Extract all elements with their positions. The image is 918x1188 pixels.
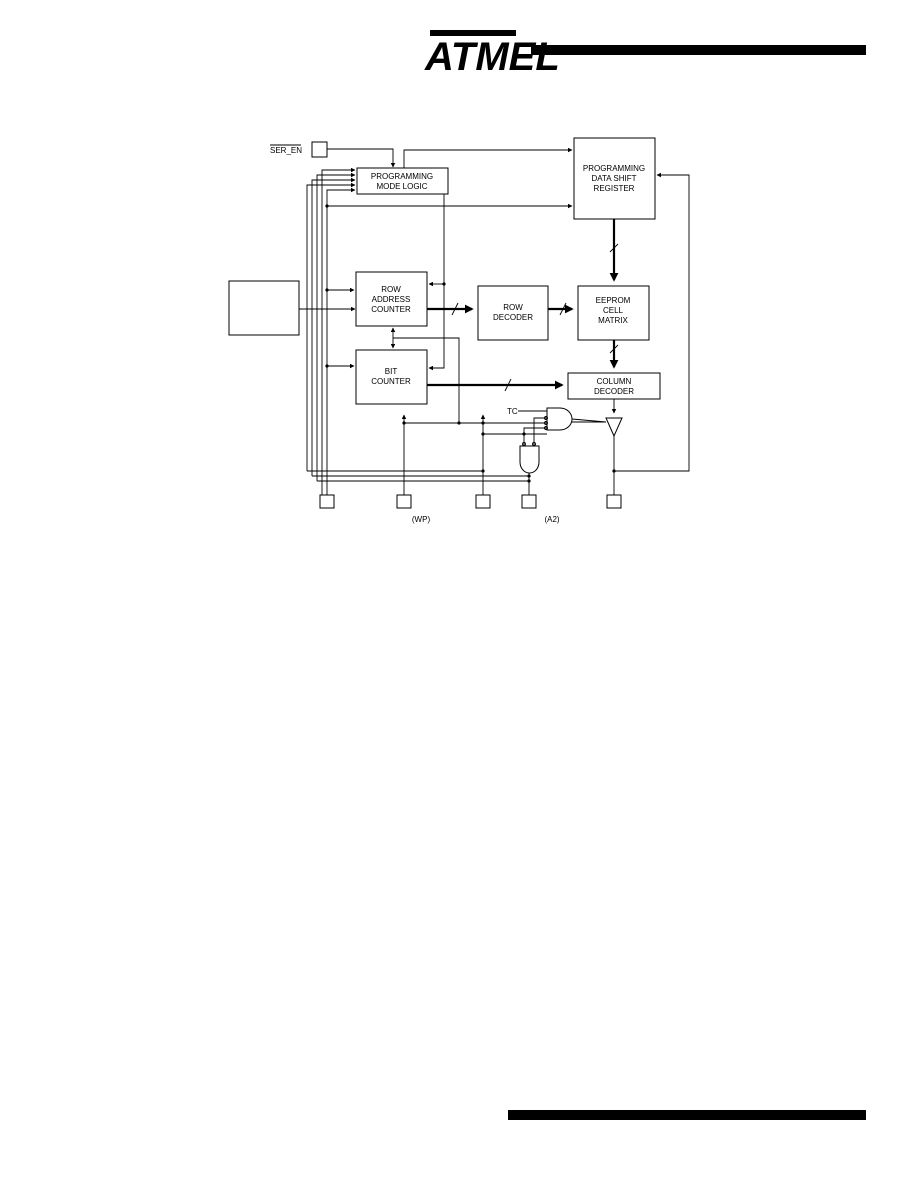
label-bc-2: COUNTER [371,377,411,386]
pin-ser-en [311,141,328,158]
label-rd-1: ROW [503,303,523,312]
pin-bottom-a2 [521,494,537,509]
label-pdsr-2: DATA SHIFT [591,174,636,183]
row-address-counter-block [355,271,428,327]
bit-counter-block [355,349,428,405]
row-decoder-block [477,285,549,341]
label-rac-3: COUNTER [371,305,411,314]
block-diagram: SER_EN PROGRAMMING MODE LOGIC PROGRAMMIN… [228,137,690,524]
pin-bottom-wp [396,494,412,509]
pin-bottom-3 [475,494,491,509]
and-gate-main [546,407,573,431]
eeprom-cell-matrix-block [577,285,650,341]
label-pdsr-1: PROGRAMMING [583,164,645,173]
programming-mode-logic-block [356,167,449,195]
atmel-logo: ATMEL [424,30,560,79]
label-pdsr-3: REGISTER [594,184,635,193]
label-ecm-2: CELL [603,306,624,315]
pin-bottom-data [606,494,622,509]
label-cd-1: COLUMN [597,377,632,386]
output-buffer [605,417,623,438]
signal-label-tc: TC [507,407,518,416]
column-decoder-block [567,372,661,400]
external-interface-block [228,280,300,336]
label-ecm-3: MATRIX [598,316,628,325]
and-gate-secondary [519,445,540,474]
logo-text: ATMEL [424,35,560,79]
label-cd-2: DECODER [594,387,634,396]
label-rd-2: DECODER [493,313,533,322]
pin-bottom-1 [319,494,335,509]
pin-label-a2: (A2) [544,515,559,524]
label-pml-1: PROGRAMMING [371,172,433,181]
label-pml-2: MODE LOGIC [376,182,427,191]
header-rule [531,45,866,55]
label-rac-1: ROW [381,285,401,294]
pin-label-ser-en: SER_EN [270,146,302,155]
label-ecm-1: EEPROM [596,296,631,305]
footer-rule [508,1110,866,1120]
label-rac-2: ADDRESS [372,295,411,304]
pin-label-wp: (WP) [412,515,431,524]
label-bc-1: BIT [385,367,398,376]
